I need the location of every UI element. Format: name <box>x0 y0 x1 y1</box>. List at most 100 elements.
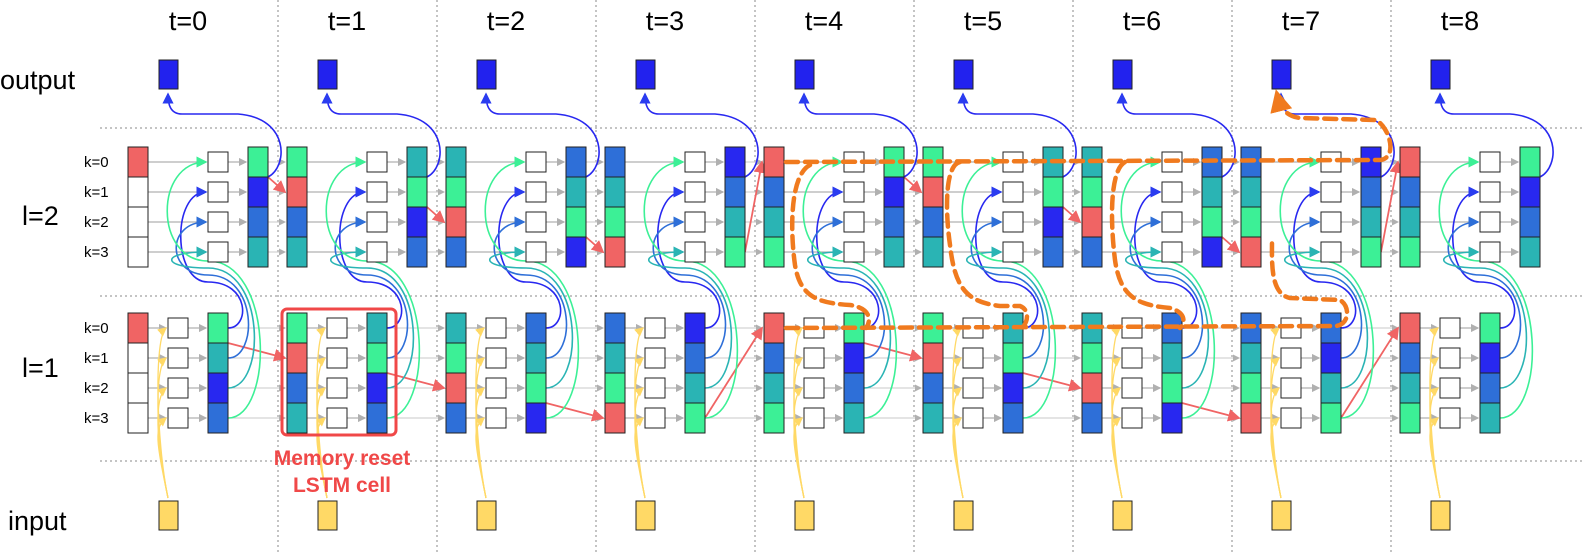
input-connection <box>1429 417 1441 499</box>
recurrent-curve-l1-to-l2 <box>816 186 880 329</box>
row-label-output: output <box>0 65 76 95</box>
l1-gate-box <box>326 317 348 339</box>
l1-output-state-cell <box>843 372 865 404</box>
l2-input-state-cell <box>127 236 149 268</box>
l2-input-state-cell <box>763 236 785 268</box>
output-block <box>158 59 179 90</box>
l1-input-state-cell <box>127 312 149 344</box>
l2-input-state-cell <box>1081 176 1103 208</box>
l2-output-state-cell <box>406 206 428 238</box>
l1-gate-box <box>962 347 984 369</box>
l1-gate-box <box>1121 347 1143 369</box>
l2-input-state-cell <box>1240 206 1262 238</box>
input-connection <box>634 417 646 499</box>
l2-gate-box <box>843 181 865 203</box>
l1-gate-box <box>167 377 189 399</box>
l1-output-state-cell <box>207 402 229 434</box>
l1-output-state-cell <box>843 402 865 434</box>
l1-input-state-cell <box>1081 372 1103 404</box>
l1-gate-box <box>962 377 984 399</box>
annotation-line-1: Memory reset <box>274 447 411 470</box>
l2-gate-box <box>843 211 865 233</box>
l1-output-state-cell <box>843 342 865 374</box>
l1-output-state-cell <box>525 372 547 404</box>
recurrent-curve-l1-to-l2 <box>648 246 733 389</box>
l2-gate-box <box>1161 181 1183 203</box>
l1-gate-box <box>167 347 189 369</box>
time-label: t=3 <box>646 6 684 36</box>
l2-output-state-cell <box>406 146 428 178</box>
l2-output-state-cell <box>247 176 269 208</box>
recurrent-curve-l1-to-l2 <box>334 216 409 359</box>
l1-output-state-cell <box>1320 342 1342 374</box>
l2-output-state-cell <box>565 206 587 238</box>
input-block <box>953 500 974 531</box>
l2-input-state-cell <box>1240 236 1262 268</box>
recurrent-curve-l1-to-l2 <box>1288 216 1363 359</box>
l2-output-state-cell <box>247 206 269 238</box>
input-block <box>317 500 338 531</box>
output-connection <box>162 92 282 178</box>
l2-gate-box <box>1161 241 1183 263</box>
k-index-labels: k=0k=0k=1k=1k=2k=2k=3k=3 <box>84 154 109 427</box>
l2-input-state-cell <box>604 236 626 268</box>
input-connection <box>952 417 964 499</box>
l1-gate-box <box>644 377 666 399</box>
l1-gate-box <box>485 407 507 429</box>
state-transfer-arrow <box>1022 372 1082 392</box>
input-connection <box>1111 387 1123 499</box>
l1-input-state-cell <box>1240 372 1262 404</box>
output-block <box>1112 59 1133 90</box>
state-transfer-arrow <box>227 342 287 362</box>
l2-input-state-cell <box>445 146 467 178</box>
l2-gate-box <box>1479 241 1501 263</box>
l1-gate-box <box>1439 317 1461 339</box>
l2-input-state-cell <box>604 146 626 178</box>
l2-output-state-cell <box>1360 236 1382 268</box>
recurrent-curve-l1-to-l2 <box>1452 186 1516 329</box>
state-transfer-arrow <box>744 160 767 253</box>
l1-gate-box <box>1439 377 1461 399</box>
l2-gate-box <box>1002 211 1024 233</box>
l1-input-state-cell <box>604 372 626 404</box>
l2-output-state-cell <box>1042 236 1064 268</box>
output-connection <box>798 92 918 178</box>
l2-output-state-cell <box>883 176 905 208</box>
l2-input-state-cell <box>1399 206 1421 238</box>
output-block <box>476 59 497 90</box>
l1-gate-box <box>644 317 666 339</box>
l1-input-state-cell <box>922 342 944 374</box>
l1-gate-box <box>644 407 666 429</box>
memory-reset-annotation: Memory reset LSTM cell <box>274 307 411 497</box>
k-label-l1: k=2 <box>84 380 109 397</box>
recurrent-curve-l1-to-l2 <box>652 216 727 359</box>
l1-input-state-cell <box>1240 342 1262 374</box>
state-transfer-arrow <box>863 342 923 362</box>
highlighted-path-segment <box>783 237 1350 331</box>
l2-output-state-cell <box>1360 176 1382 208</box>
input-block <box>158 500 179 531</box>
state-transfer-arrow <box>704 326 763 419</box>
l2-output-state-cell <box>1519 146 1541 178</box>
l1-gate-box <box>167 317 189 339</box>
l2-input-state-cell <box>127 146 149 178</box>
l2-output-state-cell <box>565 146 587 178</box>
l2-input-state-cell <box>286 206 308 238</box>
recurrent-curve-l1-to-l2 <box>657 186 721 329</box>
l1-gate-box <box>1280 377 1302 399</box>
l1-input-state-cell <box>1081 402 1103 434</box>
recurrent-curve-l1-to-l2 <box>811 216 886 359</box>
l2-gate-box <box>684 241 706 263</box>
l2-gate-box <box>1479 211 1501 233</box>
input-connection <box>475 417 487 499</box>
io-blocks <box>158 59 1451 531</box>
l1-input-state-cell <box>445 372 467 404</box>
l2-gate-box <box>1161 211 1183 233</box>
recurrent-curve-l1-to-l2 <box>807 246 892 389</box>
l1-gate-box <box>1121 407 1143 429</box>
row-label-layer2: l=2 <box>22 201 59 231</box>
l1-input-state-cell <box>1240 402 1262 434</box>
input-connection <box>157 417 169 499</box>
k-label-l2: k=3 <box>84 244 109 261</box>
l1-input-state-cell <box>445 342 467 374</box>
